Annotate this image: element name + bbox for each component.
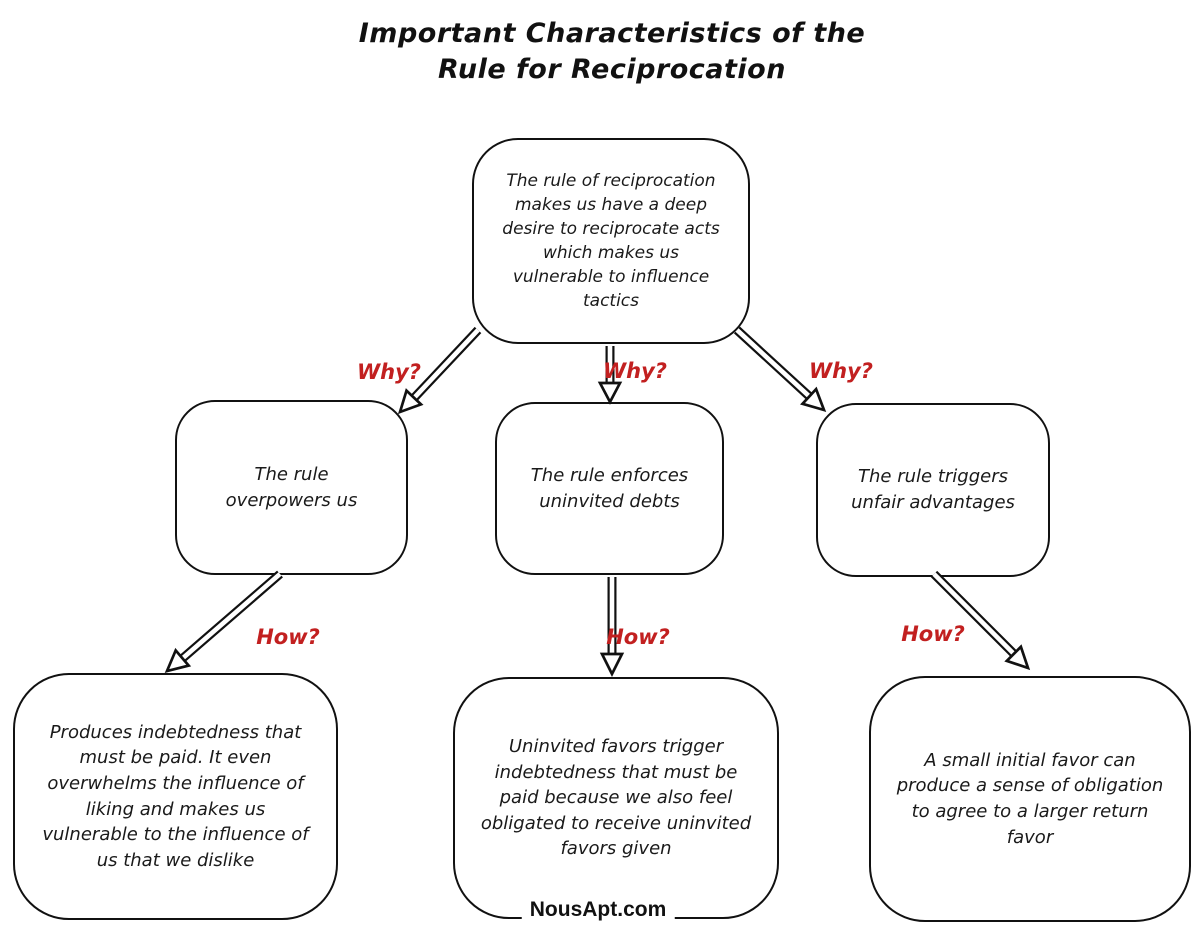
- how-label-mid: How?: [606, 625, 670, 649]
- arrow-how-left: [164, 570, 283, 673]
- node-rule-enforces-debts: The rule enforces uninvited debts: [495, 402, 724, 575]
- node-rule-triggers-advantages-text: The rule triggers unfair advantages: [851, 466, 1015, 513]
- node-uninvited-favors: Uninvited favors trigger indebtedness th…: [453, 677, 779, 919]
- why-label-left: Why?: [357, 360, 421, 384]
- why-label-mid: Why?: [603, 359, 667, 383]
- node-rule-triggers-advantages: The rule triggers unfair advantages: [816, 403, 1050, 577]
- node-rule-overpowers-us: The rule overpowers us: [175, 400, 408, 575]
- how-label-right: How?: [901, 622, 965, 646]
- node-small-initial-favor: A small initial favor can produce a sens…: [869, 676, 1191, 922]
- node-rule-of-reciprocation: The rule of reciprocation makes us have …: [472, 138, 750, 344]
- arrow-how-right: [930, 570, 1031, 671]
- how-label-left: How?: [256, 625, 320, 649]
- node-produces-indebtedness: Produces indebtedness that must be paid.…: [13, 673, 338, 920]
- node-produces-indebtedness-text: Produces indebtedness that must be paid.…: [42, 721, 309, 871]
- diagram-title: Important Characteristics of the Rule fo…: [359, 16, 865, 89]
- node-small-initial-favor-text: A small initial favor can produce a sens…: [896, 749, 1164, 848]
- diagram-title-line2: Rule for Reciprocation: [438, 54, 786, 86]
- node-rule-overpowers-us-text: The rule overpowers us: [225, 463, 358, 511]
- diagram-title-line1: Important Characteristics of the: [358, 18, 866, 49]
- why-label-right: Why?: [809, 359, 873, 383]
- node-rule-of-reciprocation-text: The rule of reciprocation makes us have …: [502, 170, 720, 312]
- node-uninvited-favors-text: Uninvited favors trigger indebtedness th…: [480, 736, 752, 860]
- node-rule-enforces-debts-text: The rule enforces uninvited debts: [530, 464, 689, 512]
- watermark: NousApt.com: [521, 898, 675, 922]
